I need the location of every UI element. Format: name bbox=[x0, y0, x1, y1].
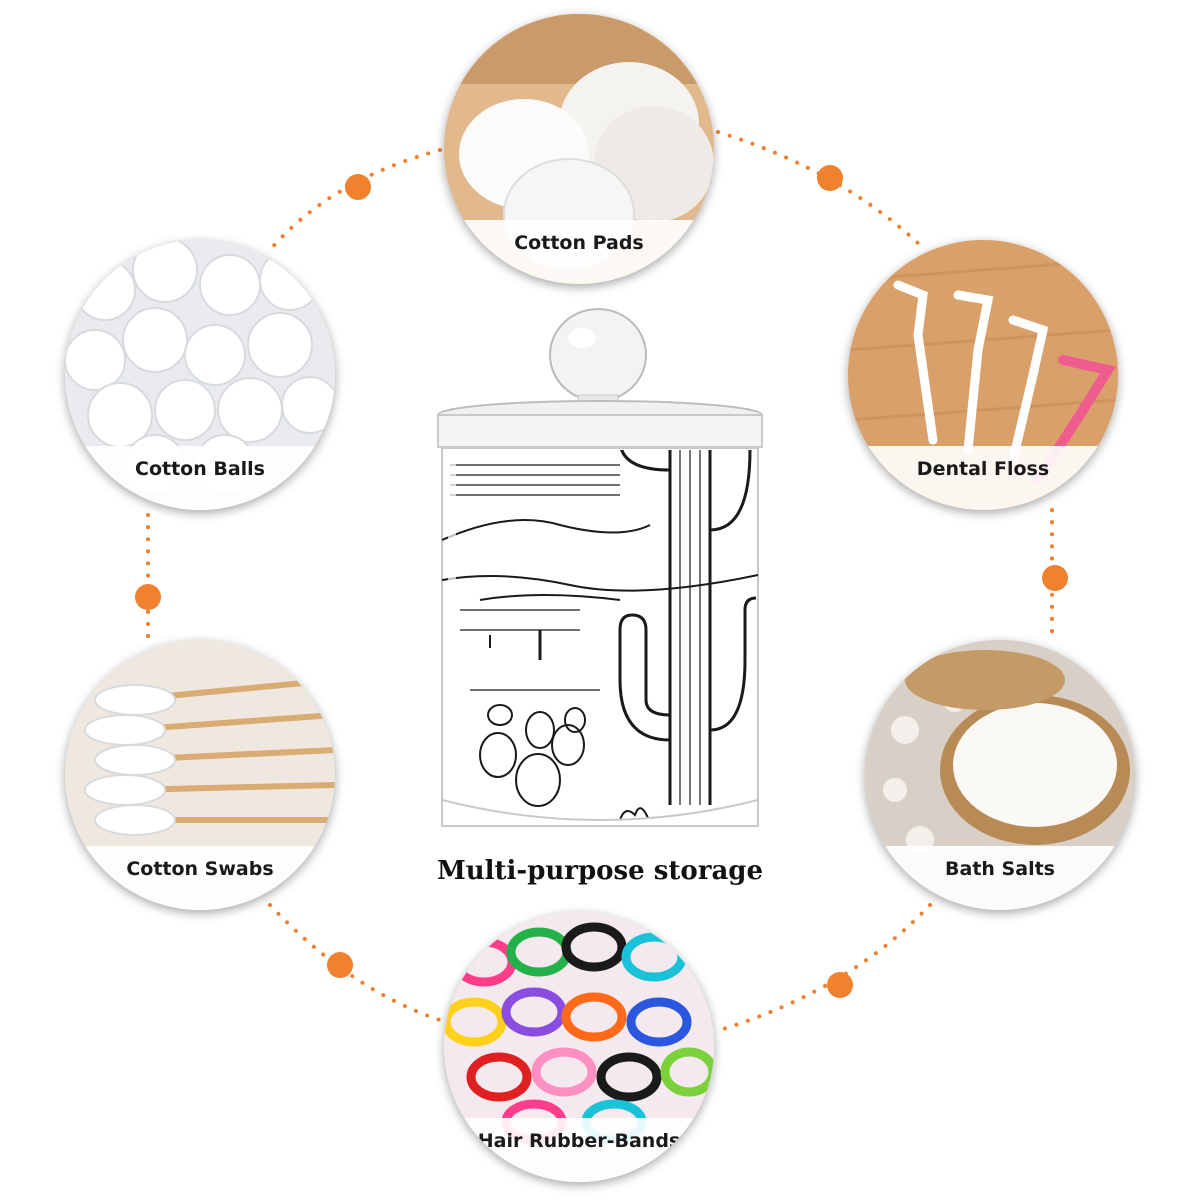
item-label: Cotton Balls bbox=[135, 458, 265, 480]
dental-floss-photo: Dental Floss bbox=[848, 240, 1118, 510]
connector-dot bbox=[817, 165, 843, 191]
caption-band: Hair Rubber-Bands bbox=[444, 1118, 714, 1182]
cotton-swabs-photo: Cotton Swabs bbox=[65, 640, 335, 910]
connector-dot bbox=[327, 952, 353, 978]
connector-dot bbox=[345, 174, 371, 200]
caption-band: Dental Floss bbox=[848, 446, 1118, 510]
hair-rubber-bands-photo: Hair Rubber-Bands bbox=[444, 912, 714, 1182]
caption-band: Cotton Pads bbox=[444, 220, 714, 284]
cotton-pads-photo: Cotton Pads bbox=[444, 14, 714, 284]
connector-dot bbox=[1042, 565, 1068, 591]
item-label: Dental Floss bbox=[916, 458, 1050, 480]
caption-band: Bath Salts bbox=[865, 846, 1135, 910]
item-label: Bath Salts bbox=[945, 858, 1055, 880]
item-label: Cotton Pads bbox=[514, 232, 644, 254]
connector-dot bbox=[135, 584, 161, 610]
center-caption: Multi-purpose storage bbox=[436, 856, 764, 886]
caption-band: Cotton Swabs bbox=[65, 846, 335, 910]
bath-salts-photo: Bath Salts bbox=[865, 640, 1135, 910]
lid-knob bbox=[549, 308, 647, 402]
item-label: Cotton Swabs bbox=[126, 858, 274, 880]
cotton-balls-photo: Cotton Balls bbox=[65, 240, 335, 510]
caption-band: Cotton Balls bbox=[65, 446, 335, 510]
storage-jar-illustration bbox=[437, 308, 763, 827]
connector-dot bbox=[827, 972, 853, 998]
item-label: Hair Rubber-Bands bbox=[477, 1130, 681, 1152]
